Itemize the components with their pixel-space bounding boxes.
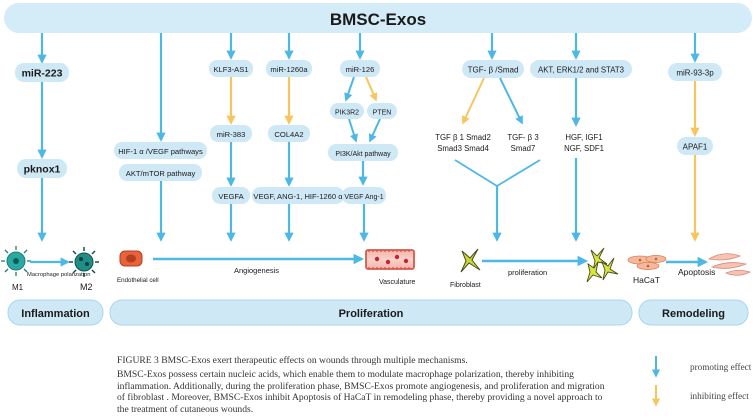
hacat-cell-icon [627, 254, 667, 270]
arrow-pik3r2-pi3k [348, 118, 358, 143]
arrow-tgf-left [462, 77, 485, 125]
svg-text:miR-383: miR-383 [217, 130, 246, 139]
node-tgf-smad: TGF- β /Smad [462, 60, 524, 78]
m2-label: M2 [80, 282, 93, 292]
node-akt-mtor: AKT/mTOR pathway [119, 164, 202, 181]
phase-proliferation: Proliferation [109, 299, 633, 326]
merge-lines-tgf [454, 159, 541, 188]
vasculature-label: Vasculature [379, 279, 416, 286]
m1-label: M1 [12, 283, 24, 292]
node-mir126: miR-126 [340, 60, 380, 77]
svg-text:AKT/mTOR pathway: AKT/mTOR pathway [126, 169, 196, 178]
phase-remodeling: Remodeling [638, 299, 749, 326]
arrow-pten-pi3k [368, 118, 381, 143]
phase-inflammation: Inflammation [7, 299, 104, 326]
node-klf3: KLF3-AS1 [209, 60, 253, 77]
svg-text:TGF β 1 Smad2: TGF β 1 Smad2 [435, 133, 491, 142]
vasculature-icon [365, 249, 415, 270]
svg-text:Smad3 Smad4: Smad3 Smad4 [437, 144, 489, 153]
m2-macrophage-icon [69, 247, 99, 277]
endothelial-cell-icon [119, 250, 143, 267]
arrow-tgf-right [499, 77, 523, 125]
svg-text:PTEN: PTEN [373, 110, 392, 117]
node-tgf-smad-right: TGF- β 3 Smad7 [507, 133, 538, 153]
node-apaf1: APAF1 [677, 137, 713, 155]
node-vegf-ang1: VEGF Ang-1 [342, 187, 386, 204]
node-vegf-ang-hif: VEGF, ANG-1, HIF-1260 α [252, 187, 344, 204]
svg-text:KLF3-AS1: KLF3-AS1 [213, 65, 248, 74]
arrow-mir126-pten [365, 76, 378, 102]
node-mir383: miR-383 [210, 125, 252, 142]
node-pten: PTEN [367, 103, 397, 119]
svg-text:APAF1: APAF1 [683, 143, 708, 152]
node-mir1260a: miR-1260a [266, 60, 312, 77]
svg-text:TGF- β /Smad: TGF- β /Smad [468, 66, 519, 75]
apoptosis-label: Apoptosis [678, 267, 715, 277]
svg-text:Smad7: Smad7 [511, 144, 536, 153]
legend-promoting-label: promoting effect [690, 362, 752, 372]
node-pik3r2: PIK3R2 [330, 103, 364, 119]
node-pknox1: pknox1 [17, 159, 67, 178]
node-mir93-3p: miR-93-3p [668, 63, 722, 81]
node-col4a2: COL4A2 [268, 125, 310, 142]
svg-text:VEGF, ANG-1, HIF-1260 α: VEGF, ANG-1, HIF-1260 α [253, 192, 343, 201]
svg-text:Remodeling: Remodeling [662, 308, 725, 320]
svg-text:miR-126: miR-126 [346, 65, 375, 74]
hacat-label: HaCaT [633, 275, 660, 285]
svg-text:PIK3R2: PIK3R2 [335, 110, 359, 117]
node-pi3k-akt: PI3K/Akt pathway [328, 144, 398, 161]
angiogenesis-label: Angiogenesis [234, 266, 279, 275]
node-mir223: miR-223 [15, 63, 69, 82]
header-title: BMSC-Exos [330, 10, 426, 29]
svg-text:HGF, IGF1: HGF, IGF1 [565, 133, 602, 142]
svg-text:Inflammation: Inflammation [21, 308, 90, 320]
figure-caption-body: BMSC-Exos possess certain nucleic acids,… [117, 369, 605, 415]
svg-text:pknox1: pknox1 [24, 164, 61, 176]
fibroblast-label: Fibroblast [450, 282, 481, 289]
svg-text:COL4A2: COL4A2 [274, 130, 303, 139]
svg-text:NGF, SDF1: NGF, SDF1 [564, 144, 604, 153]
m1-macrophage-icon [1, 246, 31, 276]
fibroblast-icon [460, 248, 481, 273]
node-akt-erk-stat3: AKT, ERK1/2 and STAT3 [530, 60, 632, 78]
node-tgf-smad-left: TGF β 1 Smad2 Smad3 Smad4 [435, 133, 491, 153]
svg-text:VEGF Ang-1: VEGF Ang-1 [344, 194, 383, 201]
svg-text:Proliferation: Proliferation [339, 308, 404, 320]
legend-inhibiting-label: inhibiting effect [690, 391, 749, 401]
svg-text:miR-223: miR-223 [22, 68, 63, 80]
svg-text:VEGFA: VEGFA [218, 192, 244, 201]
node-vegfa: VEGFA [212, 187, 250, 204]
svg-text:AKT, ERK1/2 and STAT3: AKT, ERK1/2 and STAT3 [538, 66, 624, 75]
figure-caption-title: FIGURE 3 BMSC-Exos exert therapeutic eff… [117, 355, 468, 366]
svg-text:TGF- β 3: TGF- β 3 [507, 133, 538, 142]
svg-text:PI3K/Akt pathway: PI3K/Akt pathway [335, 151, 391, 158]
svg-text:miR-1260a: miR-1260a [270, 65, 308, 74]
fibroblast-cluster-icon [586, 247, 619, 283]
arrow-mir126-pik3r2 [344, 76, 355, 102]
proliferation-label: proliferation [508, 268, 547, 277]
macrophage-polarization-label: Macrophage polarization [27, 272, 90, 278]
svg-text:miR-93-3p: miR-93-3p [676, 69, 714, 78]
apoptotic-cells-icon [707, 253, 752, 276]
svg-text:HIF-1 α /VEGF pathways: HIF-1 α /VEGF pathways [118, 147, 203, 156]
node-hgf-igf: HGF, IGF1 NGF, SDF1 [564, 133, 604, 153]
header-bar: BMSC-Exos [4, 3, 752, 33]
node-hif-vegf: HIF-1 α /VEGF pathways [114, 142, 207, 159]
endothelial-label: Endothelial cell [117, 277, 159, 284]
